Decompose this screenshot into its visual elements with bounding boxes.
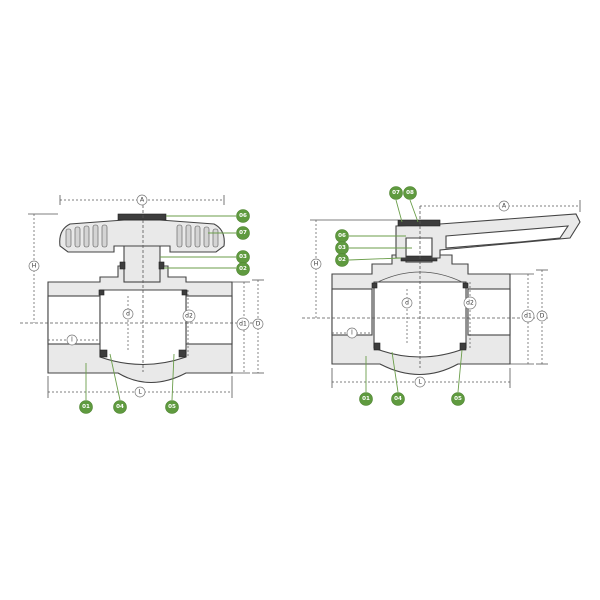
right-callout-01-label: 01	[362, 396, 370, 402]
right-leader-02	[348, 257, 402, 261]
right-leader-07	[395, 199, 403, 223]
right-dim-A-bubble	[498, 200, 510, 212]
left-stem-oring-right	[158, 261, 165, 270]
left-dim-A-bubble	[136, 194, 148, 206]
left-leader-04	[109, 353, 121, 401]
left-callout-01-label: 01	[82, 404, 90, 410]
right-leader-08	[409, 199, 419, 223]
right-callout-01	[359, 392, 373, 406]
left-dim-l-bubble	[66, 334, 78, 346]
right-dim-D-label: D	[540, 313, 545, 320]
left-seal-right	[181, 289, 188, 296]
left-dim-d1-bubble	[236, 317, 250, 331]
right-callout-05	[451, 392, 465, 406]
left-dim-d1-label: d1	[239, 321, 247, 328]
right-callout-08-label: 08	[406, 190, 414, 196]
left-callout-06-label: 06	[239, 213, 247, 219]
right-callout-03-label: 03	[338, 245, 346, 251]
right-dim-d-label: d	[405, 300, 409, 307]
left-dim-D-label: D	[256, 321, 261, 328]
right-dim-H-bubble	[310, 258, 322, 270]
right-callout-02	[335, 253, 349, 267]
left-seat-right	[178, 349, 187, 358]
right-callout-07-label: 07	[392, 190, 400, 196]
right-socket-bore-right	[467, 288, 511, 336]
left-callout-05-label: 05	[168, 404, 176, 410]
right-callout-07	[389, 186, 403, 200]
right-dim-d2-bubble	[463, 296, 477, 310]
left-callout-02	[236, 262, 250, 276]
left-callout-05	[165, 400, 179, 414]
left-handwheel	[59, 219, 225, 253]
right-top-cap	[397, 219, 441, 227]
right-leader-05	[457, 349, 463, 393]
right-dim-l-bubble	[346, 327, 358, 339]
right-dim-L-bubble	[414, 376, 426, 388]
right-callout-08	[403, 186, 417, 200]
right-seal-right	[462, 282, 469, 289]
left-dim-d-bubble	[122, 308, 134, 320]
right-dim-l-label: l	[351, 330, 353, 337]
right-callout-04-label: 04	[394, 396, 402, 402]
left-callout-04	[113, 400, 127, 414]
left-dim-A-label: A	[140, 197, 145, 204]
left-dim-l-label: l	[71, 337, 73, 344]
left-dim-d2-label: d2	[185, 313, 193, 320]
right-callout-02-label: 02	[338, 257, 346, 263]
left-callout-07-label: 07	[239, 230, 247, 236]
right-leader-04	[391, 351, 399, 393]
right-dim-d1-label: d1	[524, 313, 532, 320]
left-seal-left	[98, 289, 105, 296]
right-lever-grip	[445, 225, 570, 249]
left-callout-04-label: 04	[116, 404, 124, 410]
right-seat-left	[373, 342, 381, 351]
left-valve-view: A H d d2 d1 D l L	[20, 194, 264, 414]
right-dim-d-bubble	[401, 297, 413, 309]
left-dim-H-bubble	[28, 260, 40, 272]
left-dim-D-bubble	[252, 318, 264, 330]
right-callout-04	[391, 392, 405, 406]
right-socket-bore-left	[331, 288, 373, 336]
left-callout-07	[236, 226, 250, 240]
left-callout-01	[79, 400, 93, 414]
right-dim-d1-bubble	[521, 309, 535, 323]
left-dim-H-label: H	[32, 263, 37, 270]
left-dim-d-label: d	[126, 311, 130, 318]
right-dim-D-bubble	[536, 310, 548, 322]
right-dim-A-label: A	[502, 203, 507, 210]
right-valve-view: A H d d2 d1 D l L	[302, 186, 581, 406]
left-callout-06	[236, 209, 250, 223]
left-leader-05	[171, 353, 175, 401]
left-top-cap	[117, 213, 167, 221]
right-dim-H-label: H	[314, 261, 319, 268]
right-callout-05-label: 05	[454, 396, 462, 402]
right-seat-right	[459, 342, 467, 351]
left-callout-03-label: 03	[239, 254, 247, 260]
right-dim-L-label: L	[418, 379, 422, 386]
left-dim-L-label: L	[138, 389, 142, 396]
left-seat-left	[99, 349, 108, 358]
left-dim-L-bubble	[134, 386, 146, 398]
left-handwheel-ribs	[65, 224, 219, 248]
left-callout-02-label: 02	[239, 266, 247, 272]
left-dim-d2-bubble	[182, 309, 196, 323]
left-stem-oring-left	[119, 261, 126, 270]
right-callout-06-label: 06	[338, 233, 346, 239]
right-seal-left	[371, 282, 378, 289]
right-dim-d2-label: d2	[466, 300, 474, 307]
